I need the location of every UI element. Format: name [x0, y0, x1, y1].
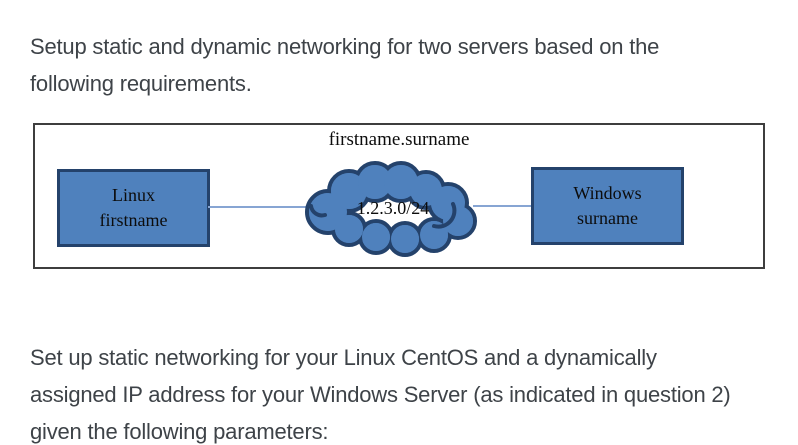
diagram-title: firstname.surname	[328, 129, 470, 150]
instructions-paragraph: Set up static networking for your Linux …	[30, 339, 731, 445]
right-connector-line	[473, 205, 533, 207]
windows-node-hostname: surname	[577, 208, 638, 228]
linux-node-hostname: firstname	[99, 210, 168, 230]
cloud-fill	[309, 165, 473, 253]
intro-paragraph: Setup static and dynamic networking for …	[30, 28, 659, 102]
intro-line-1: Setup static and dynamic networking for …	[30, 34, 660, 59]
windows-node-name: Windows	[573, 183, 642, 203]
linux-node-name: Linux	[112, 185, 155, 205]
instructions-line-1: Set up static networking for your Linux …	[30, 345, 657, 370]
cloud-network-address: 1.2.3.0/24	[357, 198, 430, 218]
windows-server-node: Windows surname	[531, 167, 684, 245]
cloud-inner-arcs	[309, 202, 457, 229]
left-connector-line	[208, 206, 310, 208]
instructions-line-3: given the following parameters:	[30, 419, 329, 444]
network-diagram-frame: firstname.surname Linux firstname	[33, 123, 765, 269]
instructions-line-2: assigned IP address for your Windows Ser…	[30, 382, 731, 407]
intro-line-2: following requirements.	[30, 71, 252, 96]
linux-server-node: Linux firstname	[57, 169, 210, 247]
network-cloud-icon: 1.2.3.0/24	[305, 161, 477, 257]
